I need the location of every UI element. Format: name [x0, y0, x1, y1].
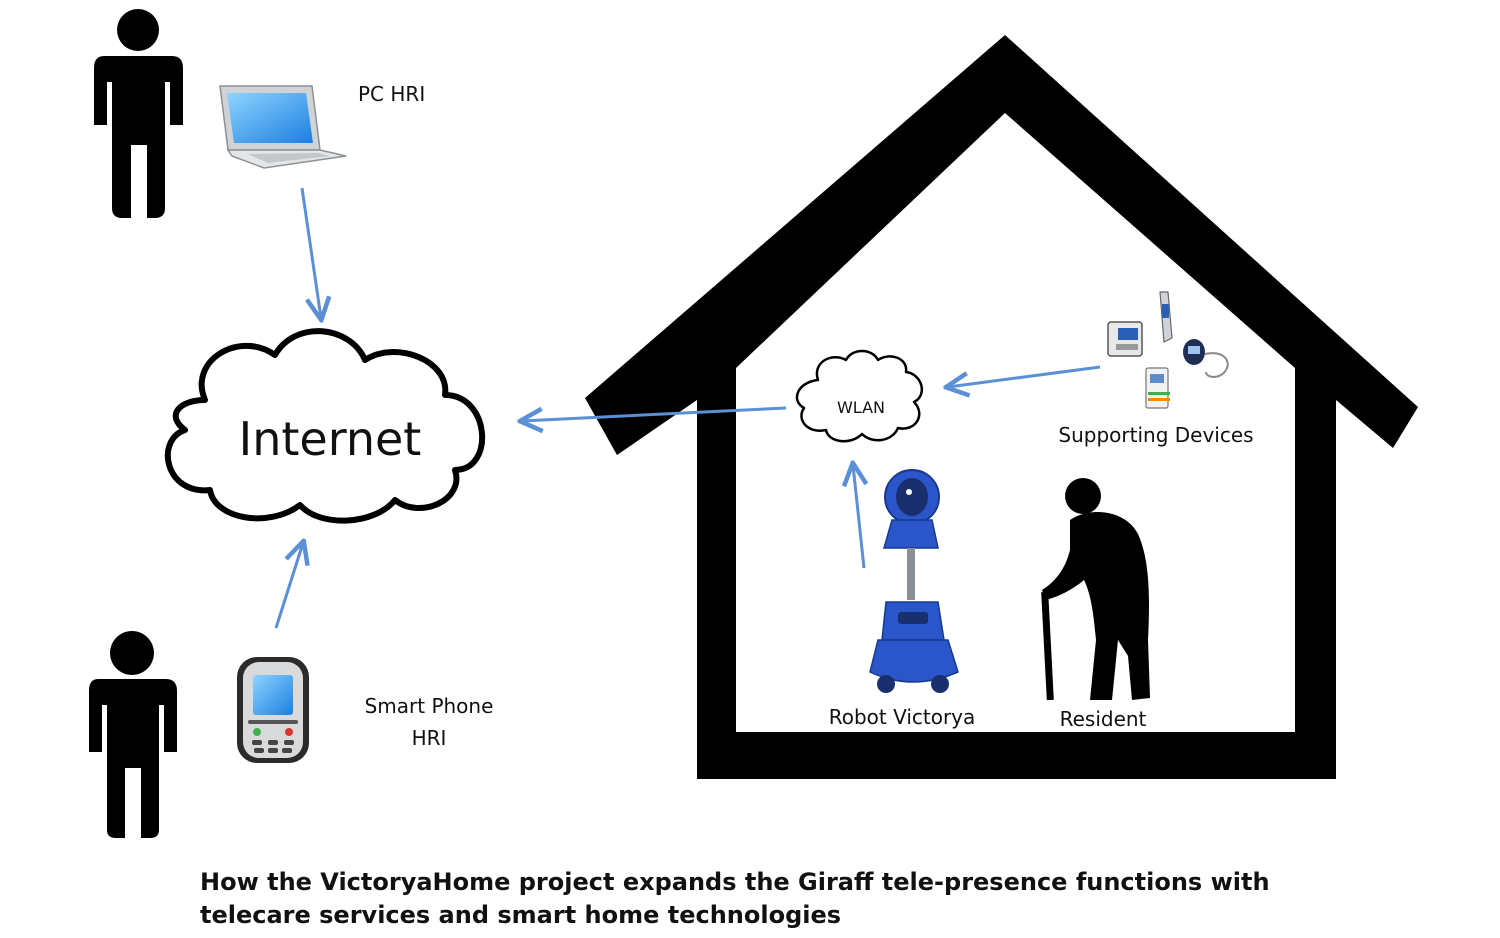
smart-phone-icon [237, 657, 309, 763]
wlan-label: WLAN [837, 398, 885, 417]
arrow-robot-to-wlan [853, 465, 864, 569]
arrow-pc-to-internet [300, 187, 321, 318]
arrow-phone-to-internet [274, 543, 303, 629]
wlan-cloud [795, 349, 924, 443]
arrow-devices-to-wlan [948, 365, 1101, 387]
caption-line-2: telecare services and smart home technol… [200, 901, 842, 929]
supporting-devices-label: Supporting Devices [1058, 423, 1253, 447]
supporting-devices-icon [1107, 291, 1229, 409]
arrow-wlan-to-internet [522, 406, 787, 421]
robot-victorya-icon [869, 469, 959, 693]
internet-cloud [164, 328, 486, 524]
user-person-icon-bottom [89, 631, 177, 838]
user-person-icon-top [94, 9, 183, 218]
robot-victorya-label: Robot Victorya [829, 705, 976, 729]
smart-phone-label-line1: Smart Phone [365, 694, 494, 718]
smart-phone-label-line2: HRI [412, 726, 447, 750]
laptop-icon [219, 85, 347, 169]
internet-label: Internet [239, 412, 422, 466]
resident-label: Resident [1060, 707, 1147, 731]
caption: How the VictoryaHome project expands the… [200, 866, 1400, 932]
pc-hri-label: PC HRI [358, 82, 425, 106]
resident-icon [1041, 478, 1150, 701]
caption-line-1: How the VictoryaHome project expands the… [200, 868, 1270, 896]
house-outline [585, 35, 1418, 779]
